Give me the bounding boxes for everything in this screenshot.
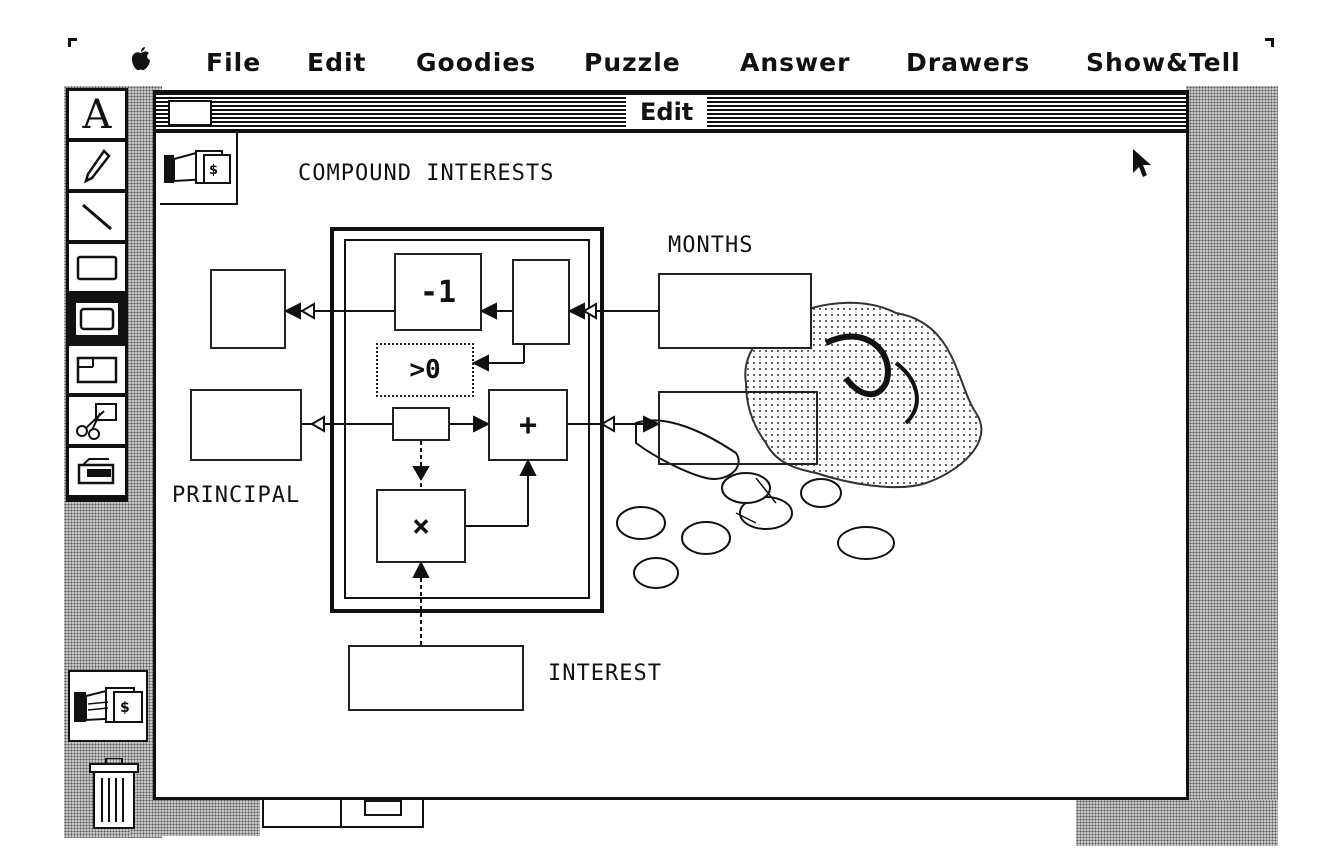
menu-edit[interactable]: Edit [307,48,367,77]
edit-window: Edit $ COMPOUND INTERESTS MONTHS PRINCIP… [153,90,1189,800]
hand-cards-window-icon[interactable]: $ [160,133,238,205]
months-box[interactable] [658,273,812,349]
tool-palette: A [66,88,128,502]
window-title-bar[interactable]: Edit [156,93,1186,133]
pencil-icon [84,148,111,183]
menu-drawers[interactable]: Drawers [906,48,1031,77]
times-box[interactable]: × [376,489,466,563]
output-box[interactable] [210,269,286,349]
hand-cards-icon: $ [164,150,231,184]
trash-icon[interactable] [88,758,140,830]
pencil-tool[interactable] [68,141,126,190]
scissors-tool[interactable] [68,396,126,445]
tray-icon [77,457,115,484]
plus-label: + [518,407,538,443]
greater-zero-box[interactable]: >0 [376,343,474,397]
folder-tab-tool[interactable] [68,345,126,394]
interest-box[interactable] [348,645,524,711]
menu-show-tell[interactable]: Show&Tell [1086,48,1241,77]
desktop-pattern-bottom [1076,800,1278,846]
principal-label: PRINCIPAL [172,483,301,508]
hand-cards-desktop-icon[interactable]: $ [68,670,148,742]
folder-tab-icon [76,356,118,383]
result-box[interactable] [658,391,818,465]
line-tool[interactable] [68,192,126,241]
interest-label: INTEREST [548,661,662,686]
counter-box[interactable] [512,259,570,345]
menu-answer[interactable]: Answer [740,48,851,77]
text-tool-label: A [82,91,112,138]
tray-tool[interactable] [68,447,126,496]
hand-cards-icon: $ [74,687,143,723]
desktop-icon-partial-1[interactable] [262,798,342,828]
accumulator-box[interactable] [392,407,450,441]
diagram-heading: COMPOUND INTERESTS [298,161,555,186]
menu-bar: File Edit Goodies Puzzle Answer Drawers … [64,36,1278,84]
text-tool[interactable]: A [68,90,126,139]
desktop-pattern-right [1186,86,1278,846]
menu-puzzle[interactable]: Puzzle [584,48,681,77]
minus-one-label: -1 [419,274,457,310]
desktop-icon-partial-2[interactable] [340,798,424,828]
line-icon [82,203,112,230]
greater-zero-label: >0 [409,355,441,385]
menu-file[interactable]: File [206,48,262,77]
rounded-rectangle-tool[interactable] [68,294,126,343]
desktop-pattern-bottom-left [130,796,260,836]
mouse-pointer-icon [1133,149,1151,177]
rectangle-icon [76,255,118,280]
principal-box[interactable] [190,389,302,461]
plus-box[interactable]: + [488,389,568,461]
times-label: × [411,508,431,544]
scissors-icon [76,402,117,440]
screen-corner-tl [68,38,77,47]
menu-goodies[interactable]: Goodies [416,48,537,77]
window-title: Edit [626,97,708,127]
svg-text:$: $ [209,163,218,178]
svg-text:$: $ [120,700,130,716]
close-box[interactable] [168,100,212,126]
process-frame-inner [344,239,590,599]
screen-corner-tr [1265,38,1274,47]
months-label: MONTHS [668,233,754,258]
rectangle-tool[interactable] [68,243,126,292]
rounded-rectangle-icon [76,302,118,335]
apple-icon[interactable] [130,46,152,72]
minus-one-box[interactable]: -1 [394,253,482,331]
